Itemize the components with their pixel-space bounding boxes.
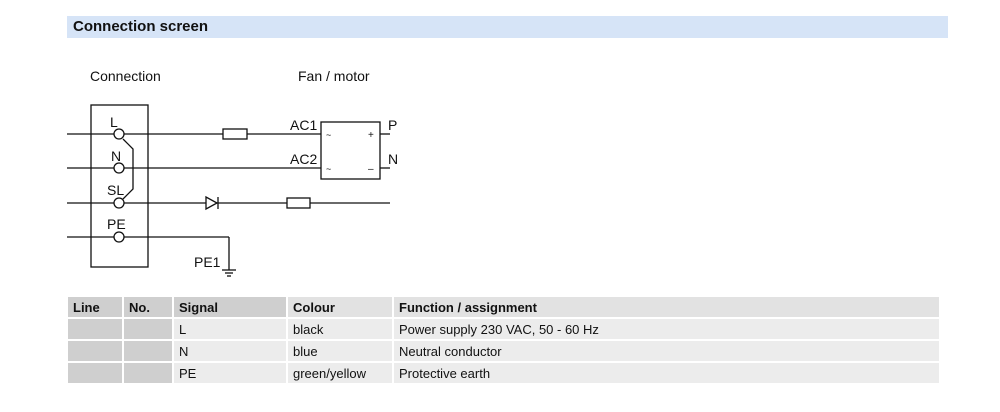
svg-text:N: N <box>111 148 121 164</box>
svg-text:~: ~ <box>326 164 331 174</box>
cell-colour: green/yellow <box>288 363 392 383</box>
fan-motor-label: Fan / motor <box>298 68 370 84</box>
diode-icon <box>205 195 219 211</box>
cell-signal: PE <box>174 363 286 383</box>
svg-text:–: – <box>368 164 374 175</box>
cell-function: Power supply 230 VAC, 50 - 60 Hz <box>394 319 939 339</box>
header-no: No. <box>124 297 172 317</box>
terminal-labels: L N SL PE <box>107 114 126 232</box>
wiring-diagram: Connection Fan / motor L N SL PE AC1 AC2… <box>67 68 398 277</box>
cell-function: Neutral conductor <box>394 341 939 361</box>
header-signal: Signal <box>174 297 286 317</box>
terminal-block <box>90 104 149 268</box>
svg-text:+: + <box>368 130 374 141</box>
section-title: Connection screen <box>67 16 948 38</box>
cell-colour: black <box>288 319 392 339</box>
table-header: Line No. Signal Colour Function / assign… <box>68 297 939 317</box>
cell-colour: blue <box>288 341 392 361</box>
header-colour: Colour <box>288 297 392 317</box>
svg-text:AC1: AC1 <box>290 117 317 133</box>
connection-label: Connection <box>90 68 161 84</box>
wires <box>67 133 390 270</box>
svg-text:AC2: AC2 <box>290 151 317 167</box>
resistor-icon <box>286 197 311 209</box>
fan-motor-box <box>320 121 381 180</box>
header-function: Function / assignment <box>394 297 939 317</box>
cell-signal: L <box>174 319 286 339</box>
svg-text:L: L <box>110 114 118 130</box>
svg-text:N: N <box>388 151 398 167</box>
svg-text:SL: SL <box>107 182 124 198</box>
cell-signal: N <box>174 341 286 361</box>
connection-table: Line No. Signal Colour Function / assign… <box>66 295 941 385</box>
svg-text:~: ~ <box>326 130 331 140</box>
svg-text:PE1: PE1 <box>194 254 221 270</box>
ground-icon <box>222 269 236 277</box>
motor-labels: AC1 AC2 P N ~ ~ + – PE1 <box>194 117 398 270</box>
fuse-icon <box>222 128 248 140</box>
header-line: Line <box>68 297 122 317</box>
svg-text:P: P <box>388 117 397 133</box>
svg-text:PE: PE <box>107 216 126 232</box>
terminal-circles <box>113 128 125 243</box>
cell-function: Protective earth <box>394 363 939 383</box>
